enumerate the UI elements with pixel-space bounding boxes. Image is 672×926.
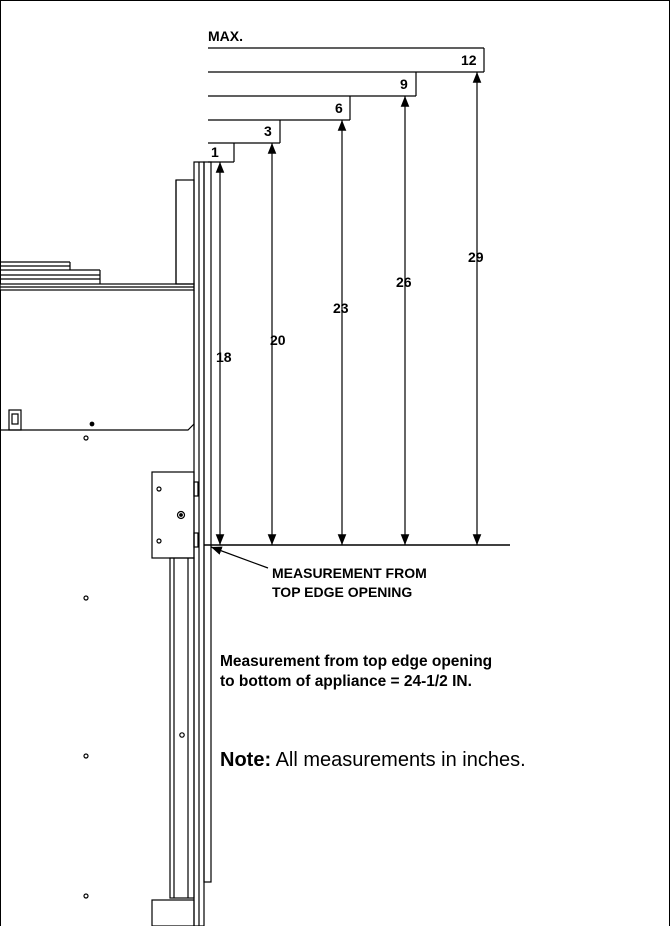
units-note-text: All measurements in inches. xyxy=(271,749,526,771)
callout-line-2: TOP EDGE OPENING xyxy=(272,584,412,600)
step-label-9: 9 xyxy=(400,76,408,92)
dimension-label-23: 23 xyxy=(333,300,349,316)
step-profile xyxy=(208,47,485,163)
step-label-3: 3 xyxy=(264,123,272,139)
measurement-note-line-1: Measurement from top edge opening xyxy=(220,653,493,670)
max-label: MAX. xyxy=(208,28,243,44)
dimension-label-18: 18 xyxy=(216,349,232,365)
dimension-label-26: 26 xyxy=(396,274,412,290)
dimension-label-20: 20 xyxy=(270,332,286,348)
step-label-1: 1 xyxy=(211,144,219,160)
appliance-side-view xyxy=(0,161,212,926)
measurement-note-line-2: to bottom of appliance = 24-1/2 IN. xyxy=(220,673,472,690)
step-label-6: 6 xyxy=(335,100,343,116)
callout-leader xyxy=(210,546,269,569)
step-label-12: 12 xyxy=(461,52,477,68)
measurement-note: Measurement from top edge opening to bot… xyxy=(220,652,492,692)
dimension-labels: 18 20 23 26 29 xyxy=(216,249,484,365)
units-note-label: Note: xyxy=(220,749,272,771)
step-labels: 1 3 6 9 12 xyxy=(211,52,477,160)
callout-line-1: MEASUREMENT FROM xyxy=(272,565,427,581)
units-note: Note: All measurements in inches. xyxy=(220,749,526,772)
dimension-label-29: 29 xyxy=(468,249,484,265)
dimension-arrows xyxy=(215,72,482,545)
